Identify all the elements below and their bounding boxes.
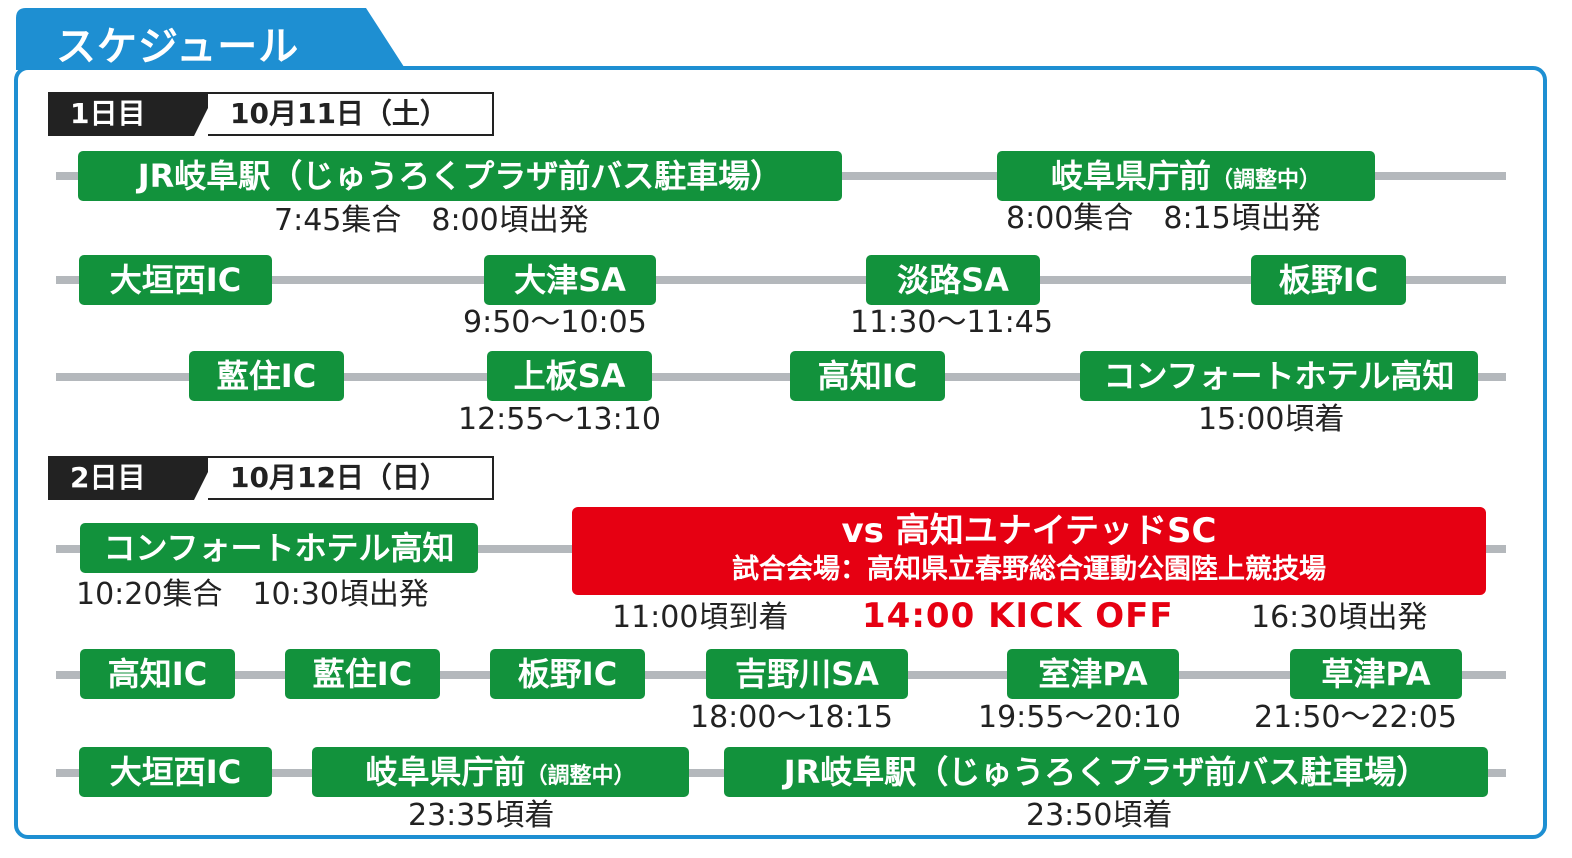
time-muroto: 19:55～20:10 bbox=[978, 700, 1181, 735]
time-otsu: 9:50～10:05 bbox=[463, 305, 647, 340]
time-kusatsu: 21:50～22:05 bbox=[1254, 700, 1457, 735]
stop-kusatsu: 草津PA bbox=[1290, 649, 1462, 699]
stop-awaji: 淡路SA bbox=[866, 255, 1040, 305]
stop-ogakinishi: 大垣西IC bbox=[79, 255, 272, 305]
stop-kochi-ic-day2: 高知IC bbox=[80, 649, 235, 699]
day2-date: 10月12日（日） bbox=[208, 456, 494, 500]
stop-gifu-station-day2: JR岐阜駅（じゅうろくプラザ前バス駐車場） bbox=[724, 747, 1488, 797]
stop-gifu-station: JR岐阜駅（じゅうろくプラザ前バス駐車場） bbox=[78, 151, 842, 201]
time-gifu-pref-day2: 23:35頃着 bbox=[408, 798, 555, 833]
day1-date: 10月11日（土） bbox=[208, 92, 494, 136]
day1-label: 1日目 bbox=[48, 92, 208, 136]
day2-label: 2日目 bbox=[48, 456, 208, 500]
time-yoshinogawa: 18:00～18:15 bbox=[690, 700, 893, 735]
time-hotel-day2: 10:20集合 10:30頃出発 bbox=[76, 577, 429, 612]
stop-label: 岐阜県庁前 bbox=[365, 753, 526, 791]
stop-yoshinogawa: 吉野川SA bbox=[706, 649, 908, 699]
match-depart: 16:30頃出発 bbox=[1251, 600, 1428, 635]
time-awaji: 11:30～11:45 bbox=[850, 305, 1053, 340]
stop-hotel: コンフォートホテル高知 bbox=[1080, 351, 1478, 401]
stop-note: （調整中） bbox=[525, 764, 636, 789]
section-tab-shape bbox=[16, 8, 406, 70]
time-gifu-station-day2: 23:50頃着 bbox=[1026, 798, 1173, 833]
section-tab: スケジュール bbox=[16, 8, 406, 70]
match-box: vs 高知ユナイテッドSC 試合会場：高知県立春野総合運動公園陸上競技場 bbox=[572, 507, 1486, 595]
stop-itano-day2: 板野IC bbox=[490, 649, 645, 699]
stop-itano: 板野IC bbox=[1251, 255, 1406, 305]
match-arrive: 11:00頃到着 bbox=[612, 600, 789, 635]
stop-note: （調整中） bbox=[1211, 168, 1322, 193]
time-gifu-pref: 8:00集合 8:15頃出発 bbox=[1006, 201, 1321, 236]
stop-kochi-ic: 高知IC bbox=[790, 351, 945, 401]
stop-aizumi: 藍住IC bbox=[189, 351, 344, 401]
match-title: vs 高知ユナイテッドSC bbox=[841, 511, 1217, 551]
stop-aizumi-day2: 藍住IC bbox=[285, 649, 440, 699]
stop-muroto: 室津PA bbox=[1007, 649, 1179, 699]
match-kickoff: 14:00 KICK OFF bbox=[862, 596, 1174, 636]
match-venue: 試合会場：高知県立春野総合運動公園陸上競技場 bbox=[732, 554, 1326, 585]
stop-kamiita: 上板SA bbox=[487, 351, 652, 401]
stop-ogakinishi-day2: 大垣西IC bbox=[79, 747, 272, 797]
stop-label: 岐阜県庁前 bbox=[1050, 157, 1211, 195]
time-kamiita: 12:55～13:10 bbox=[458, 402, 661, 437]
time-gifu-station: 7:45集合 8:00頃出発 bbox=[274, 203, 589, 238]
stop-otsu: 大津SA bbox=[484, 255, 656, 305]
route-line bbox=[56, 373, 1506, 381]
section-title: スケジュール bbox=[56, 24, 300, 70]
stop-gifu-pref: 岐阜県庁前（調整中） bbox=[997, 151, 1375, 201]
stop-gifu-pref-day2: 岐阜県庁前（調整中） bbox=[312, 747, 689, 797]
route-line bbox=[56, 276, 1506, 284]
stop-hotel-day2: コンフォートホテル高知 bbox=[80, 523, 478, 573]
time-hotel: 15:00頃着 bbox=[1198, 402, 1345, 437]
